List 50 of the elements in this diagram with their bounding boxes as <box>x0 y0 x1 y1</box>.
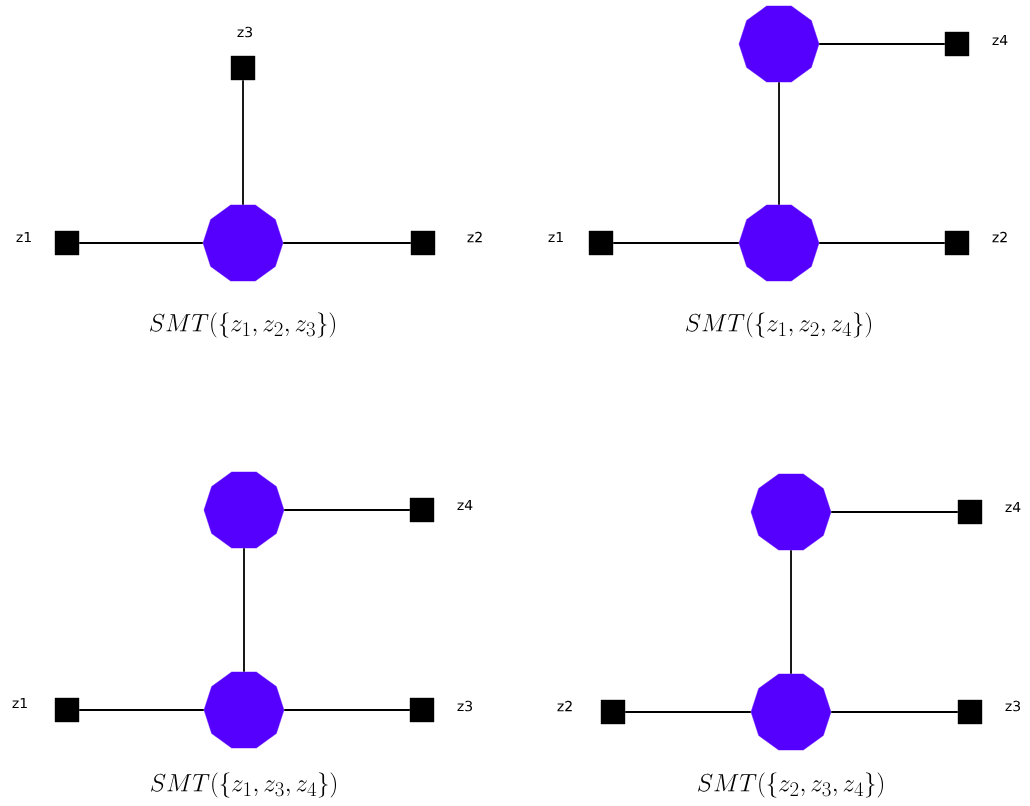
connector-line <box>790 549 792 675</box>
terminal-square <box>230 55 256 81</box>
terminal-square <box>409 497 435 523</box>
terminal-square <box>54 697 80 723</box>
terminal-square <box>600 699 626 725</box>
node-label: z2 <box>467 231 482 243</box>
terminal-square <box>944 230 970 256</box>
node-label: z3 <box>1005 700 1021 712</box>
node-label: z2 <box>557 700 572 712</box>
node-label: z1 <box>16 231 31 243</box>
connector-line <box>612 242 740 244</box>
connector-line <box>830 511 959 513</box>
connector-line <box>282 242 412 244</box>
connector-line <box>243 547 245 673</box>
terminal-square <box>957 499 983 525</box>
connector-line <box>778 81 780 206</box>
node-label: z4 <box>1005 501 1021 513</box>
panel-caption: $SMT(\{z_1,z_2,z_4\})$ <box>686 312 872 338</box>
terminal-square <box>54 230 80 256</box>
steiner-point <box>750 473 832 551</box>
node-label: z4 <box>992 34 1008 46</box>
panel-caption: $SMT(\{z_2,z_3,z_4\})$ <box>698 772 884 798</box>
steiner-point <box>203 471 285 549</box>
steiner-point <box>738 5 820 83</box>
connector-line <box>818 242 946 244</box>
node-label: z4 <box>457 499 473 511</box>
connector-line <box>283 709 411 711</box>
steiner-point <box>750 673 832 751</box>
node-label: z3 <box>237 26 252 38</box>
terminal-square <box>410 230 436 256</box>
terminal-square <box>944 31 970 57</box>
steiner-point <box>203 671 285 749</box>
connector-line <box>830 711 959 713</box>
terminal-square <box>957 699 983 725</box>
connector-line <box>818 43 946 45</box>
steiner-point <box>738 204 820 282</box>
steiner-point <box>202 204 284 282</box>
connector-line <box>78 709 205 711</box>
terminal-square <box>588 230 614 256</box>
connector-line <box>242 79 244 206</box>
connector-line <box>283 509 411 511</box>
node-label: z1 <box>548 231 563 243</box>
node-label: z1 <box>12 697 27 709</box>
node-label: z3 <box>457 700 472 712</box>
panel-caption: $SMT(\{z_1,z_3,z_4\})$ <box>151 772 336 798</box>
connector-line <box>78 242 204 244</box>
connector-line <box>624 711 752 713</box>
node-label: z2 <box>992 231 1007 243</box>
panel-caption: $SMT(\{z_1,z_2,z_3\})$ <box>150 312 335 338</box>
terminal-square <box>409 697 435 723</box>
